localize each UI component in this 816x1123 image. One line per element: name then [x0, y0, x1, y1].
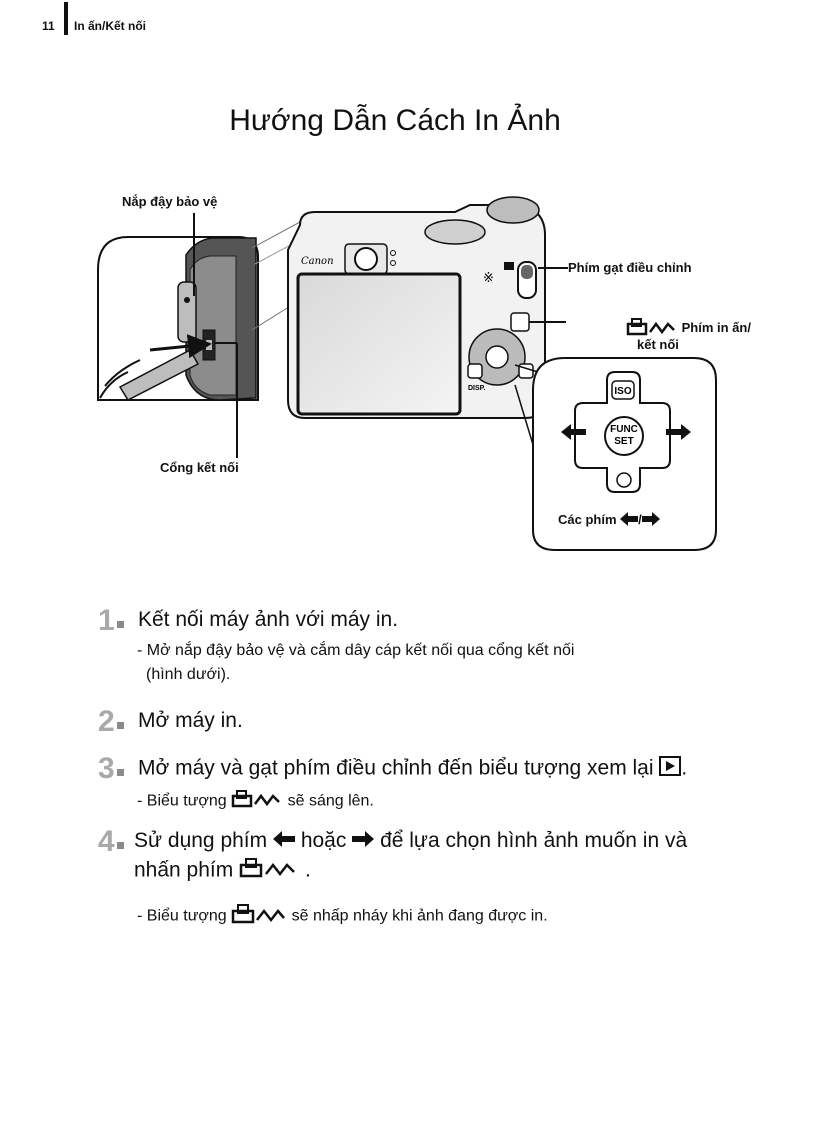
step-4-note-after: sẽ nhấp nháy khi ảnh đang được in.	[291, 907, 548, 925]
step-4-line2-text: nhấn phím	[134, 858, 234, 882]
func-set-button	[604, 416, 644, 456]
print-button-label-line1: Phím in ấn/	[681, 319, 751, 335]
step-4-text-part3: để lựa chọn hình ảnh muốn in và	[380, 829, 688, 852]
brand-logo: Canon	[301, 256, 334, 267]
step-4-text: Sử dụng phím hoặc để lựa chọn hình ảnh m…	[134, 829, 687, 853]
step-4-line2-end: .	[304, 858, 311, 882]
step-3-note-before: - Biểu tượng	[137, 792, 227, 810]
step-4-note: - Biểu tượng sẽ nhấp nháy khi ảnh đang đ…	[137, 904, 548, 929]
port-label: Cổng kết nối	[160, 460, 239, 475]
section-title: In ấn/Kết nối	[74, 19, 146, 33]
step-4-text-part1: Sử dụng phím	[134, 829, 268, 852]
left-arrow-icon	[272, 829, 295, 853]
camera-illustration: Canon ※ DISP. FUNC SET ISO	[97, 196, 717, 551]
usb-cable	[118, 348, 200, 401]
print-share-icon	[239, 858, 299, 884]
print-share-button	[510, 312, 530, 332]
print-share-icon	[231, 790, 283, 813]
keys-label-text: Các phím	[558, 512, 617, 527]
step-2-number: 2	[98, 705, 124, 739]
cover-label: Nắp đậy bảo vệ	[122, 194, 218, 209]
lcd-screen	[296, 272, 462, 416]
page-title: Hướng Dẫn Cách In Ảnh	[229, 104, 561, 137]
print-button-label: Phím in ấn/	[626, 318, 751, 339]
step-3-number: 3	[98, 752, 124, 786]
step-1-note-line2: (hình dưới).	[146, 666, 231, 683]
viewfinder	[354, 247, 378, 271]
step-3-text-main: Mở máy và gạt phím điều chỉnh đến biểu t…	[138, 756, 654, 780]
header-divider	[64, 2, 68, 35]
print-share-icon	[231, 904, 287, 929]
page-number: 11	[42, 19, 55, 33]
step-1-note: - Mở nắp đậy bảo vệ và cắm dây cáp kết n…	[137, 642, 575, 659]
right-arrow-icon	[352, 829, 375, 853]
step-4-note-before: - Biểu tượng	[137, 907, 227, 925]
control-lever-label: Phím gạt điều chỉnh	[568, 260, 692, 275]
print-button-label-line2: kết nối	[637, 337, 679, 352]
step-4-number: 4	[98, 825, 124, 859]
step-3-text: Mở máy và gạt phím điều chỉnh đến biểu t…	[138, 756, 687, 782]
step-2-text: Mở máy in.	[138, 709, 243, 732]
set-label: SET	[614, 436, 633, 447]
iso-label: ISO	[614, 386, 631, 397]
step-3-note-after: sẽ sáng lên.	[287, 792, 374, 810]
playback-icon	[659, 756, 682, 782]
speaker-icon: ※	[483, 270, 494, 285]
right-arrow-icon	[641, 512, 660, 529]
side-view-inset	[97, 213, 259, 458]
func-label: FUNC	[610, 424, 638, 435]
right-arrow-icon	[666, 424, 691, 440]
shutter-dial	[486, 196, 540, 224]
step-4-text-part2: hoặc	[300, 829, 347, 852]
camera-back-view: Canon ※ DISP.	[287, 196, 546, 419]
cross-keys-inset: FUNC SET ISO	[514, 357, 717, 551]
disp-button-label: DISP.	[468, 385, 485, 392]
keys-label: Các phím /	[558, 512, 660, 529]
print-share-icon	[626, 318, 678, 339]
step-3-text-end: .	[681, 756, 688, 780]
step-1-text: Kết nối máy ảnh với máy in.	[138, 608, 399, 631]
keys-slash: /	[638, 512, 642, 527]
step-4-text-line2: nhấn phím .	[134, 858, 311, 884]
mode-dial	[424, 219, 486, 245]
left-arrow-icon	[561, 424, 586, 440]
left-arrow-icon	[620, 512, 639, 529]
step-1-number: 1	[98, 604, 124, 638]
step-3-note: - Biểu tượng sẽ sáng lên.	[137, 790, 374, 813]
